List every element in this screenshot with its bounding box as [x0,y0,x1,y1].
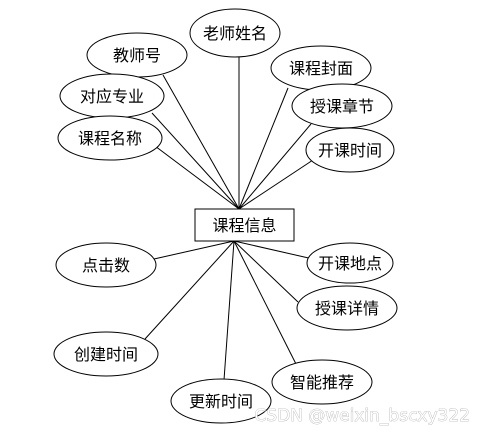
attribute-label: 教师号 [113,46,161,65]
attribute-ellipse [306,242,394,284]
attribute-ellipse [170,378,272,424]
connector-lines [144,57,314,381]
attribute-node: 对应专业 [59,73,165,119]
attribute-label: 更新时间 [189,392,253,411]
connector-line [233,240,299,303]
attribute-ellipse [53,331,159,377]
attribute-ellipse [55,242,157,288]
attribute-label: 创建时间 [74,345,138,364]
connector-line [162,74,240,210]
attribute-label: 授课章节 [310,97,374,116]
attribute-ellipse [296,285,398,331]
attribute-node: 老师姓名 [189,8,281,58]
entity-node: 课程信息 [194,208,295,242]
attribute-node: 教师号 [86,32,188,78]
attribute-label: 课程名称 [78,129,142,148]
attribute-node: 授课章节 [291,83,393,129]
attribute-ellipse [57,115,163,161]
connector-line [233,240,314,260]
connector-line [144,240,235,340]
attribute-node: 点击数 [55,242,157,288]
attribute-label: 智能推荐 [290,373,354,392]
attribute-node: 课程名称 [57,115,163,161]
connector-line [154,145,240,210]
attribute-label: 课程封面 [289,59,353,78]
attribute-ellipse [189,8,281,58]
connector-line [238,123,312,210]
attribute-node: 开课时间 [305,127,395,173]
attribute-label: 开课地点 [318,254,382,273]
connector-line [223,240,235,381]
attribute-node: 课程封面 [270,45,372,91]
attribute-label: 对应专业 [80,87,144,106]
attribute-ellipse [271,359,373,405]
attribute-node: 智能推荐 [271,359,373,405]
attribute-node: 创建时间 [53,331,159,377]
connector-line [153,240,235,260]
entity-label: 课程信息 [212,216,276,235]
connector-line [233,240,297,365]
attribute-label: 授课详情 [315,299,379,318]
connector-line [151,112,240,210]
attribute-ellipse [305,127,395,173]
attribute-node: 授课详情 [296,285,398,331]
attribute-label: 老师姓名 [203,24,267,43]
connector-line [238,87,289,210]
attribute-node: 更新时间 [170,378,272,424]
attribute-label: 点击数 [82,256,130,275]
connector-line [238,159,314,210]
attribute-node: 开课地点 [306,242,394,284]
watermark: CSDN @weixin_bscxy322 [254,406,470,426]
entity-box [194,208,295,242]
attribute-label: 开课时间 [318,141,382,160]
